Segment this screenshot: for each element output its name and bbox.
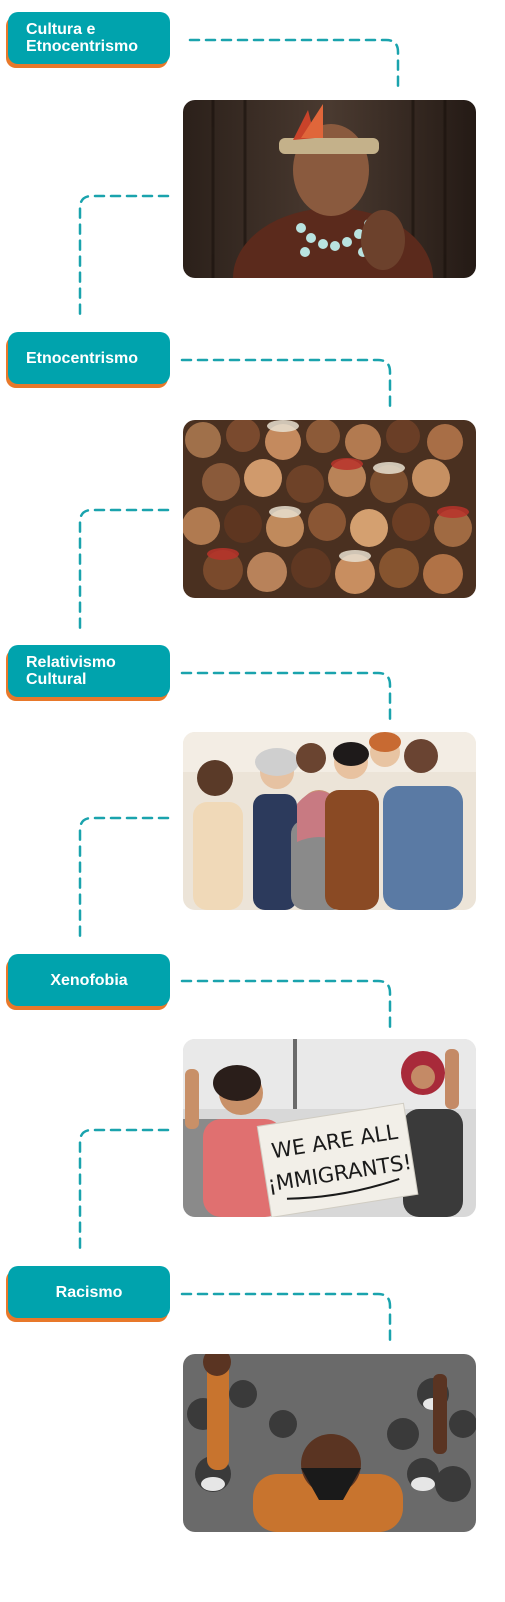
topic-label-line: Cultura e xyxy=(26,21,96,38)
indigenous-elder-photo xyxy=(183,100,476,278)
topic-button-xenofobia[interactable]: Xenofobia xyxy=(8,954,170,1006)
topic-button-etnocentrismo[interactable]: Etnocentrismo xyxy=(8,332,170,384)
topic-button-cultura-etnocentrismo[interactable]: Cultura e Etnocentrismo xyxy=(8,12,170,64)
topic-button-racismo[interactable]: Racismo xyxy=(8,1266,170,1318)
topic-label-line: Etnocentrismo xyxy=(26,349,139,367)
topic-label-line: Etnocentrismo xyxy=(26,38,139,55)
topic-label-line: Xenofobia xyxy=(50,971,128,989)
raised-fist-protest-photo xyxy=(183,1354,476,1532)
diverse-faces-illustration xyxy=(183,420,476,598)
topic-button-relativismo-cultural[interactable]: Relativismo Cultural xyxy=(8,645,170,697)
diverse-women-group-photo xyxy=(183,732,476,910)
immigration-protest-photo: WE ARE ALL ¡MMIGRANTS! xyxy=(183,1039,476,1217)
topic-label-line: Cultural xyxy=(26,671,87,688)
topic-label-line: Relativismo xyxy=(26,654,116,671)
topic-label-line: Racismo xyxy=(55,1283,123,1301)
